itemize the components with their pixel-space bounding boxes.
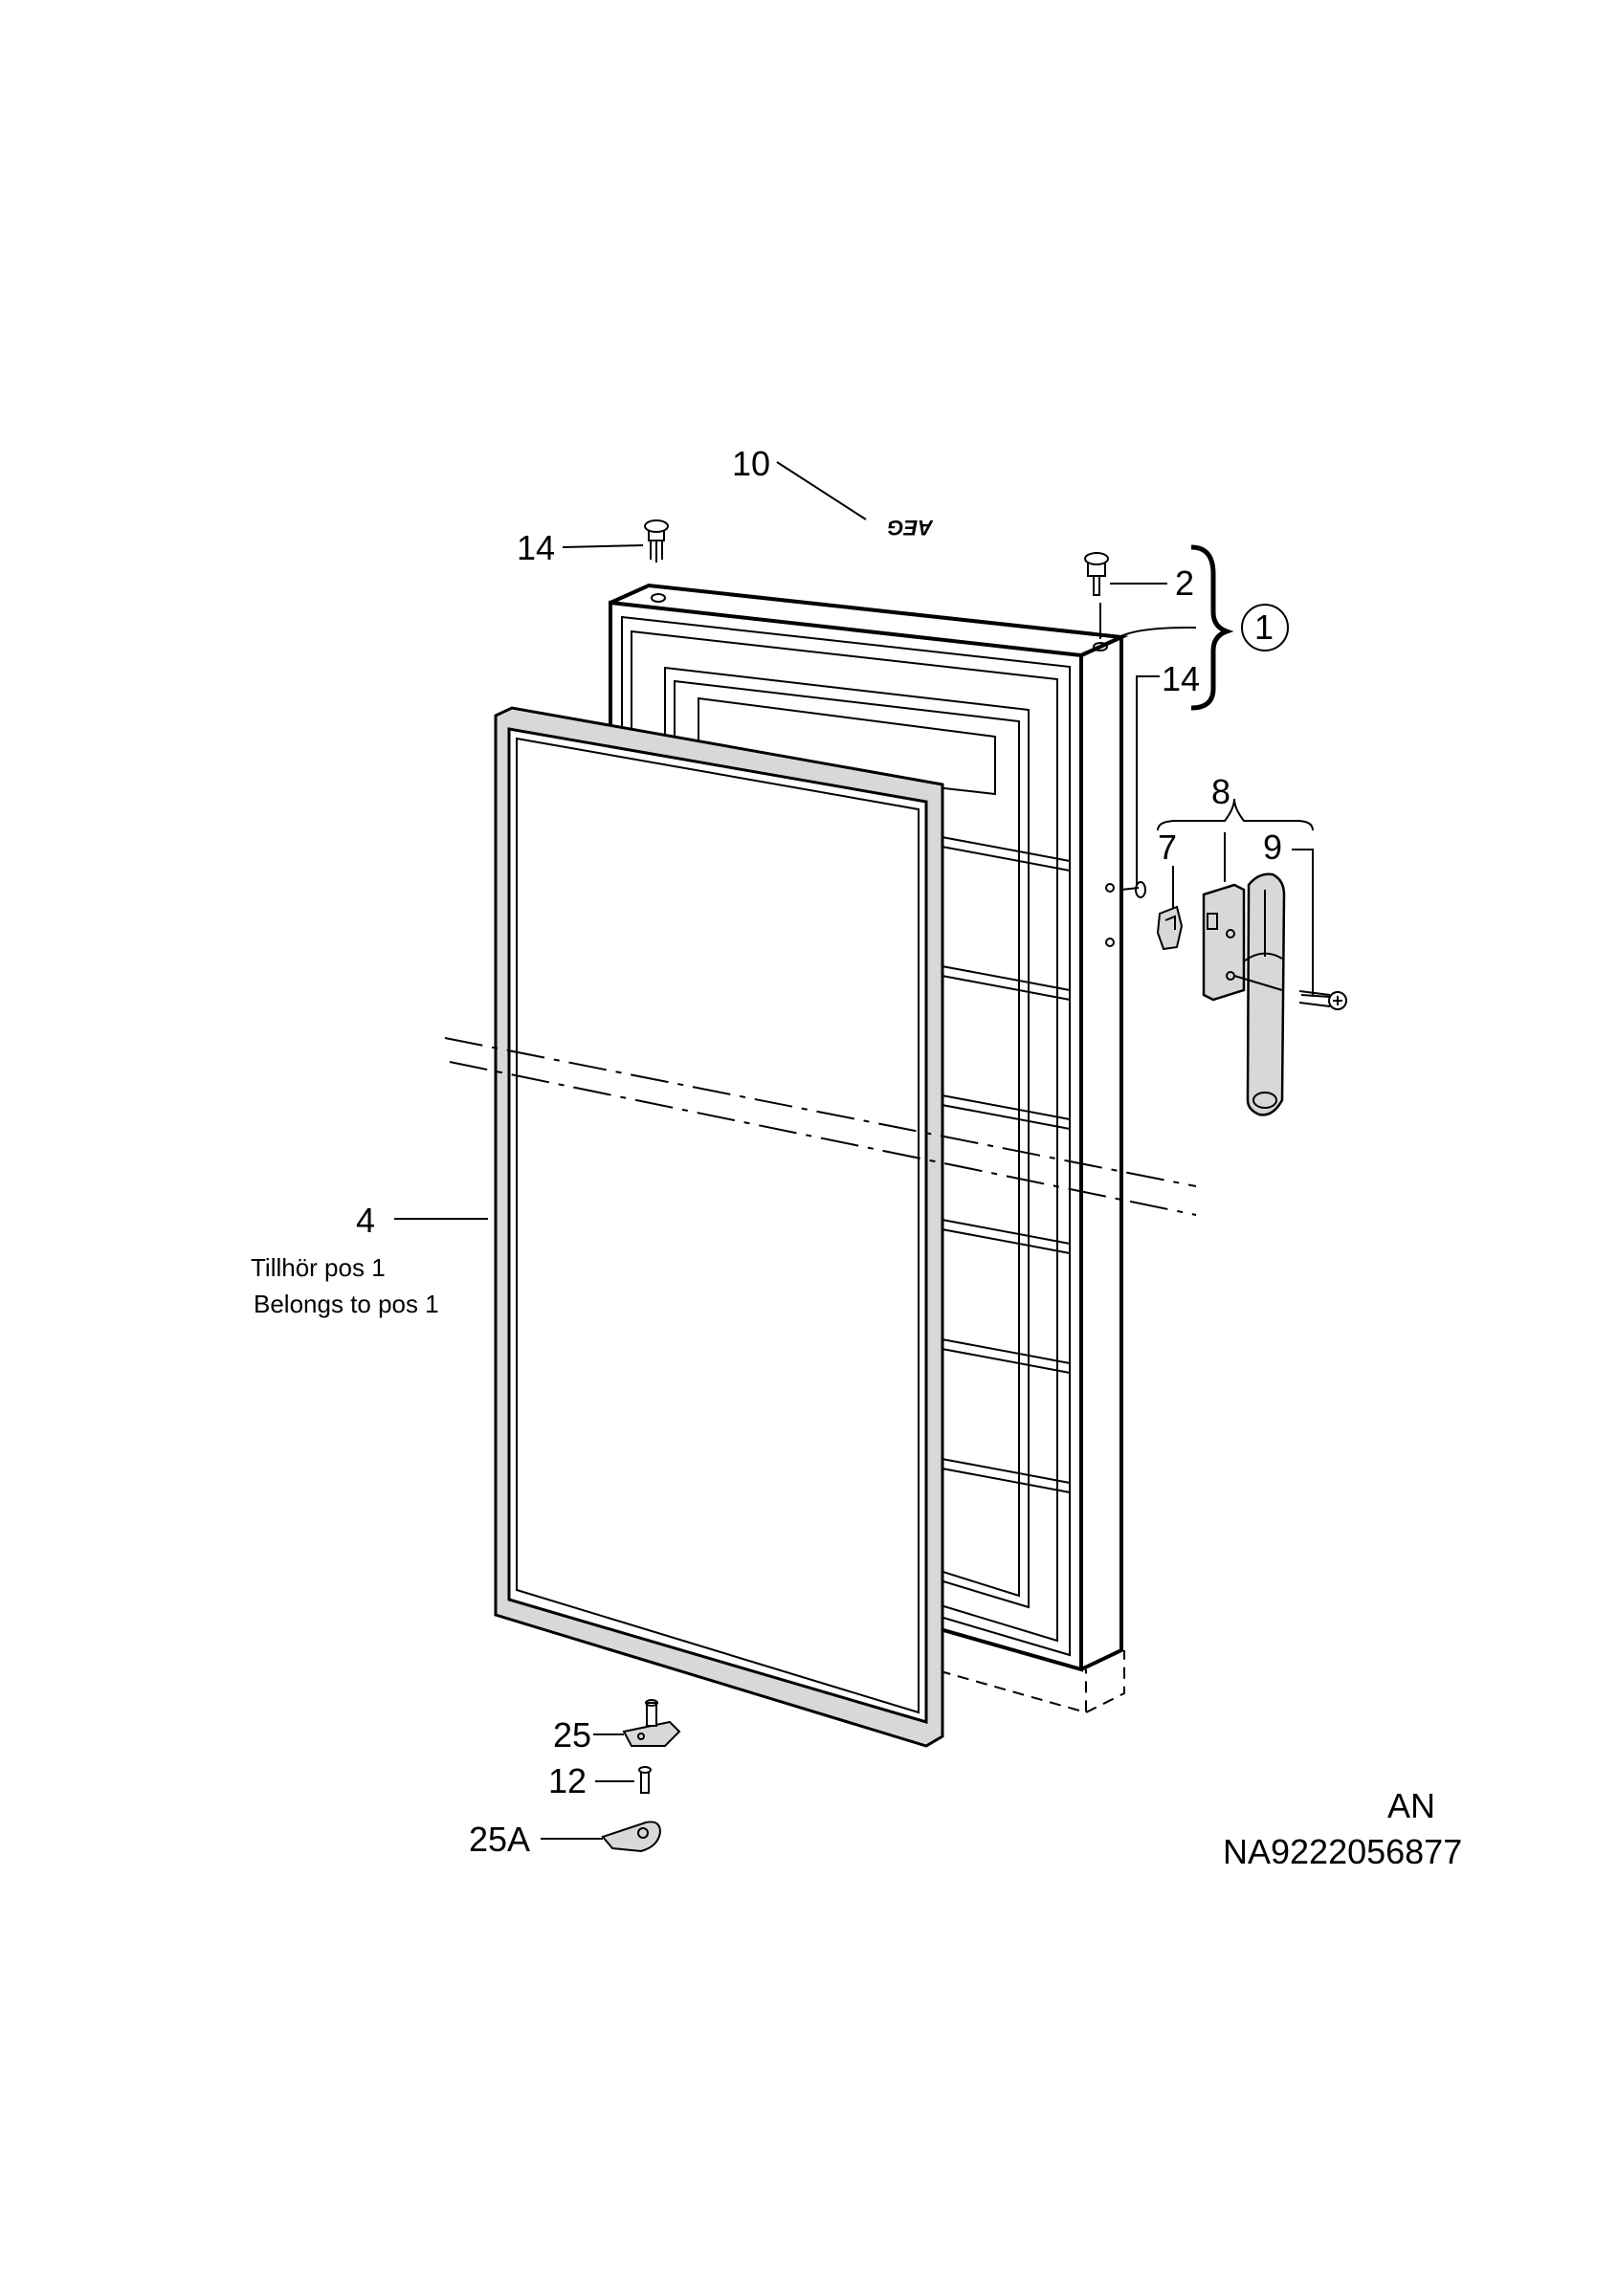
assembly-brace — [1190, 544, 1289, 711]
hinge-plate-icon — [541, 1821, 662, 1853]
label-part-25: 25 — [553, 1715, 591, 1755]
screw-icon — [1084, 552, 1197, 644]
logo-text: AEG — [887, 516, 934, 540]
screw-icon — [1292, 849, 1347, 1010]
variant-code: AN — [1387, 1786, 1435, 1825]
label-part-9: 9 — [1263, 828, 1282, 867]
break-lines — [444, 1037, 1197, 1216]
badge-icon: AEG — [776, 461, 934, 540]
door-gasket — [494, 706, 944, 1748]
document-number: NA9222056877 — [1223, 1832, 1462, 1871]
note-belongs-sv: Tillhör pos 1 — [251, 1253, 386, 1282]
screw-icon — [562, 519, 669, 563]
label-part-25a: 25A — [469, 1820, 530, 1859]
note-belongs-en: Belongs to pos 1 — [254, 1290, 439, 1318]
label-part-8: 8 — [1211, 772, 1230, 811]
label-part-10: 10 — [732, 444, 770, 483]
hinge-icon — [1156, 866, 1184, 951]
part8-bracket — [1157, 798, 1314, 882]
label-part-2: 2 — [1175, 563, 1194, 603]
label-assembly-1: 1 — [1254, 607, 1274, 647]
hinge-pin-icon — [593, 1699, 681, 1747]
label-part-12: 12 — [548, 1761, 587, 1800]
label-part-7: 7 — [1158, 828, 1177, 867]
label-part-14-top: 14 — [517, 528, 555, 567]
handle-icon — [1202, 872, 1286, 1116]
label-part-4: 4 — [356, 1201, 375, 1240]
label-part-14-side: 14 — [1162, 659, 1200, 698]
screw-icon — [595, 1766, 652, 1794]
screw-icon — [1120, 675, 1160, 898]
